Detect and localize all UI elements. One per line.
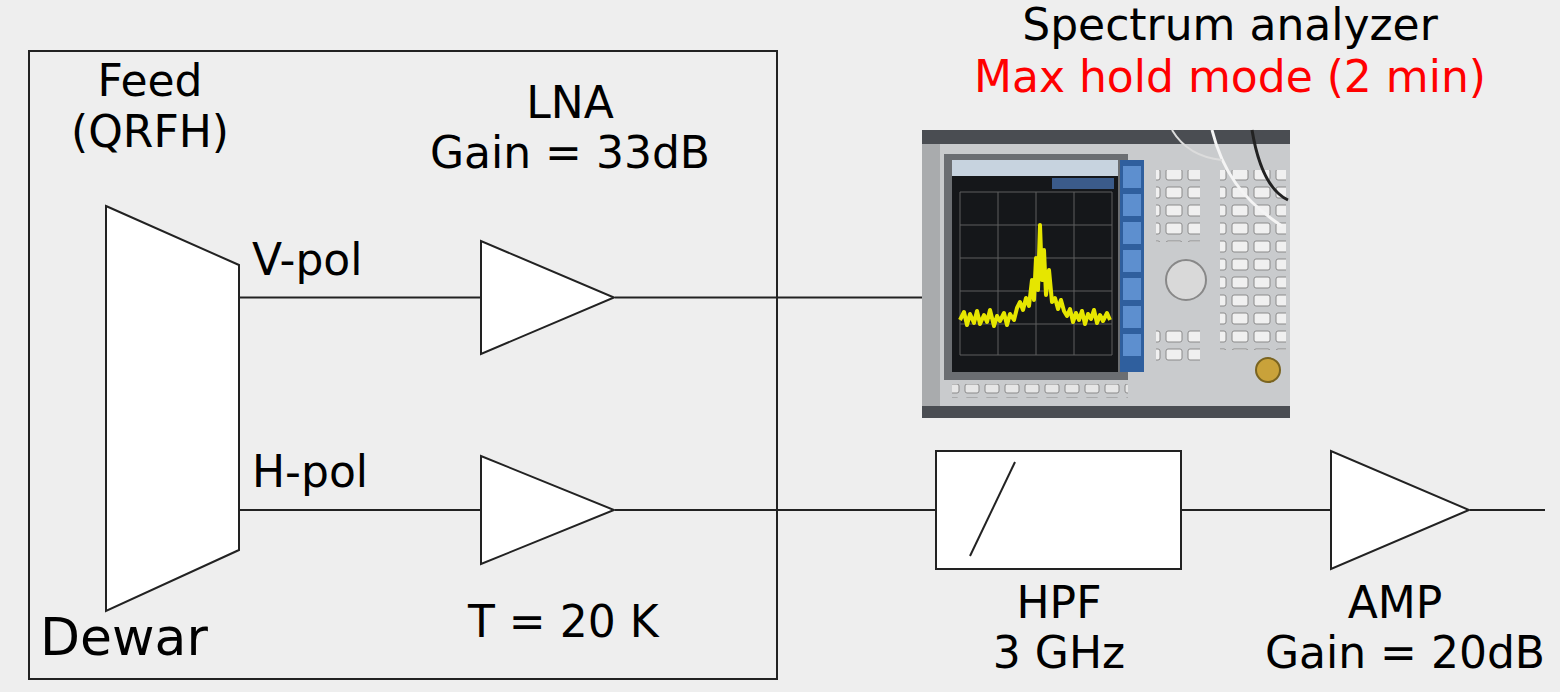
feed-horn: Feed (QRFH) <box>105 205 240 612</box>
polarization-label: V-pol <box>252 235 362 286</box>
lna-amplifier: LNAGain = 33dB <box>480 240 615 355</box>
polarization-label: H-pol <box>252 447 368 498</box>
gain-value: Gain = 33dB <box>410 128 730 179</box>
amplifier-name: LNA <box>410 78 730 129</box>
trap-outline <box>105 205 240 612</box>
spectrum-analyzer-photo <box>922 130 1290 418</box>
lna-amplifier: T = 20 K <box>480 455 615 565</box>
feed-label: Feed (QRFH) <box>50 56 250 157</box>
dewar-box: DewarFeed (QRFH)LNAGain = 33dBT = 20 K <box>28 50 778 680</box>
hpf-outline <box>935 450 1182 570</box>
signal-wire <box>615 297 922 299</box>
spectrum-analyzer: Spectrum analyzerMax hold mode (2 min) <box>922 130 1290 418</box>
signal-wire <box>615 509 935 511</box>
temperature-value: T = 20 K <box>468 597 728 648</box>
gain-value: Gain = 20dB <box>1255 628 1555 679</box>
tri-outline <box>480 455 615 565</box>
high-pass-filter: HPF3 GHz <box>935 450 1182 570</box>
instrument-name: Spectrum analyzer <box>930 0 1530 51</box>
tri-outline <box>480 240 615 355</box>
output-wire <box>1470 509 1545 511</box>
amplifier-name: AMP <box>1295 578 1495 629</box>
dewar-label: Dewar <box>40 608 320 668</box>
amplifier: AMPGain = 20dB <box>1330 450 1470 570</box>
mode-note: Max hold mode (2 min) <box>930 52 1530 103</box>
signal-wire <box>240 297 480 299</box>
cutoff-value: 3 GHz <box>909 628 1209 679</box>
signal-wire <box>240 509 480 511</box>
filter-name: HPF <box>909 578 1209 629</box>
signal-wire <box>1182 509 1330 511</box>
tri-outline <box>1330 450 1470 570</box>
